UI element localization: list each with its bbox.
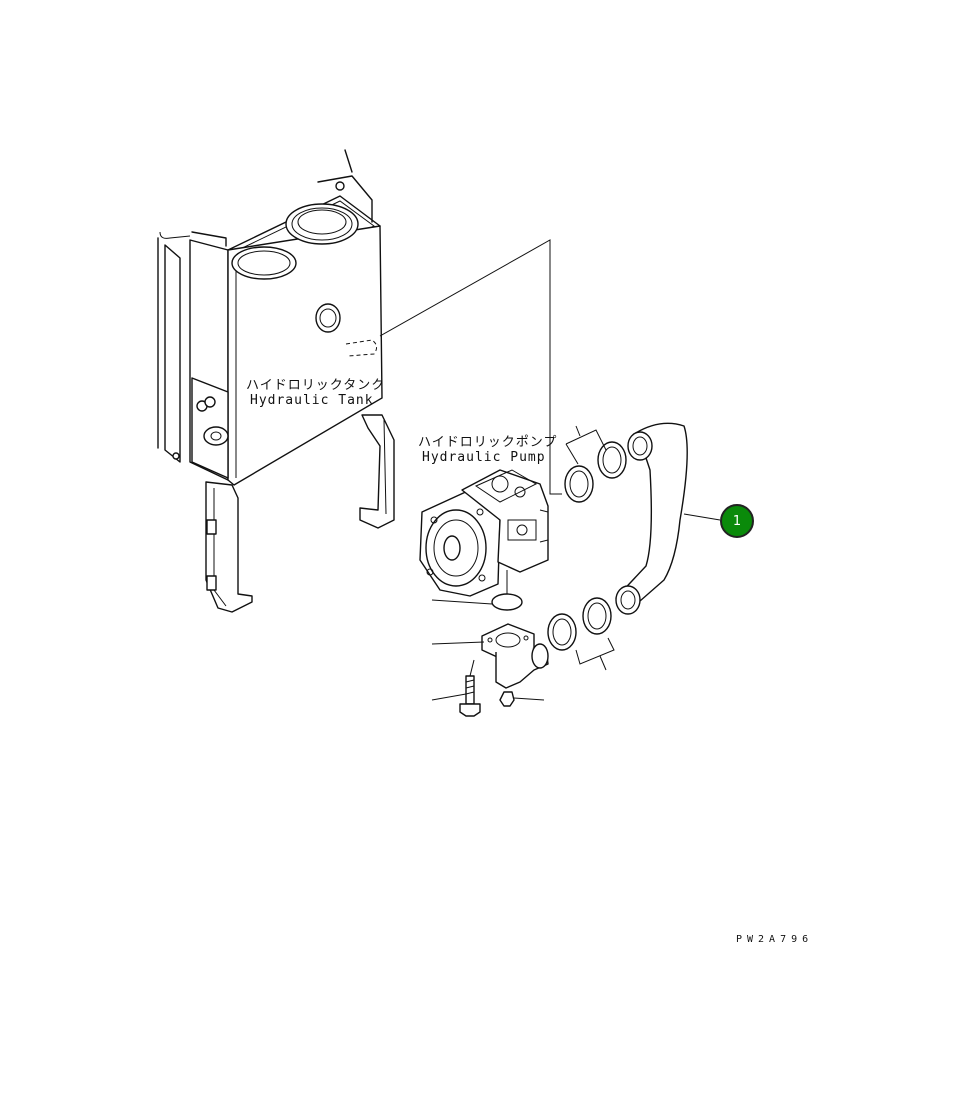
pump-label-en: Hydraulic Pump <box>422 450 546 465</box>
hose <box>615 422 688 615</box>
bolt <box>459 675 481 717</box>
elbow-flange <box>481 623 549 689</box>
hydraulic-pump <box>419 469 549 597</box>
pump-label-jp: ハイドロリックポンプ <box>418 435 558 450</box>
o-ring <box>491 593 523 611</box>
clamps-upper <box>564 425 627 503</box>
clamps-lower <box>547 597 615 671</box>
hydraulic-tank <box>157 149 395 613</box>
drawing-number: PW2A796 <box>736 934 814 945</box>
callout-1-button[interactable]: 1 <box>720 504 754 538</box>
tank-label-en: Hydraulic Tank <box>250 393 374 408</box>
plug <box>499 691 515 707</box>
tank-label-jp: ハイドロリックタンク <box>246 378 386 393</box>
